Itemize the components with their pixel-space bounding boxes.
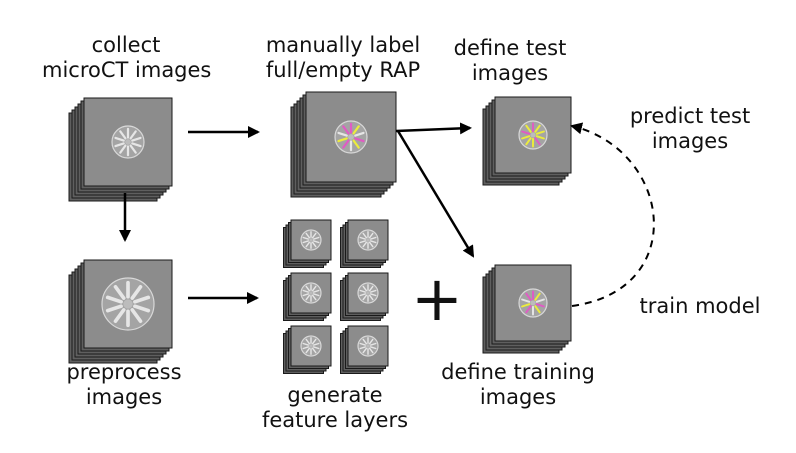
preprocess-label: preprocess images <box>60 360 188 410</box>
train-line-1: train model <box>639 294 761 318</box>
define-training-label: define training images <box>438 360 598 410</box>
collect-line-2: microCT images <box>42 58 212 82</box>
stack-preprocess <box>68 259 173 364</box>
define-test-label: define test images <box>450 36 570 86</box>
stack-manual-label <box>290 91 397 198</box>
arrow-label-to-test <box>395 122 472 135</box>
collect-microct-label: collect microCT images <box>42 33 212 83</box>
preprocess-line-1: preprocess <box>66 360 182 384</box>
stack-feature-layer-1 <box>283 219 332 268</box>
train-model-label: train model <box>632 294 768 319</box>
stack-feature-layer-3 <box>283 272 332 321</box>
generate-line-2: feature layers <box>261 408 409 432</box>
arrows-group <box>119 122 655 307</box>
generate-feature-layers-label: generate feature layers <box>255 383 415 433</box>
collect-line-1: collect <box>91 33 161 57</box>
preprocess-line-2: images <box>85 385 163 409</box>
arrow-label-to-training <box>396 130 475 258</box>
predict-line-2: images <box>651 129 729 153</box>
define-test-line-1: define test <box>453 36 567 60</box>
predict-test-label: predict test images <box>628 104 752 154</box>
stack-feature-layer-6 <box>340 325 389 374</box>
define-test-line-2: images <box>471 61 549 85</box>
predict-line-1: predict test <box>629 104 751 128</box>
plus-symbol: + <box>411 262 463 335</box>
stack-feature-layer-4 <box>340 272 389 321</box>
manually-label-label: manually label full/empty RAP <box>258 33 428 83</box>
define-training-line-2: images <box>479 385 557 409</box>
stack-define-training <box>482 264 572 354</box>
define-training-line-1: define training <box>441 360 595 384</box>
arrow-train-to-predict <box>570 122 655 307</box>
stack-feature-layer-5 <box>283 325 332 374</box>
stack-collect-microct <box>68 97 173 202</box>
stack-define-test <box>482 96 572 186</box>
manual-label-line-1: manually label <box>265 33 421 57</box>
generate-line-1: generate <box>287 383 383 407</box>
manual-label-line-2: full/empty RAP <box>265 58 421 82</box>
stack-feature-layer-2 <box>340 219 389 268</box>
